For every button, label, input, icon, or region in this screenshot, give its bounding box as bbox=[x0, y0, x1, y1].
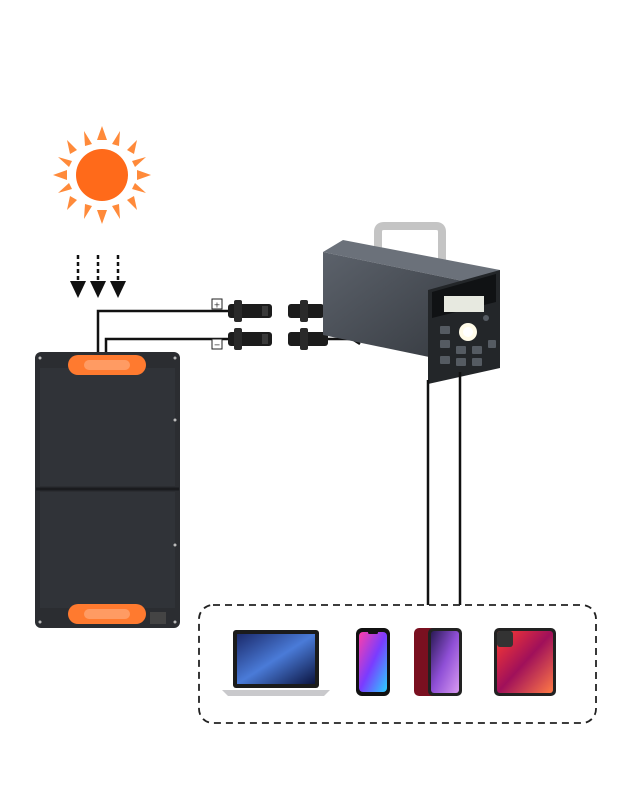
mc4-connector-negative-panel bbox=[228, 328, 272, 350]
tablet-icon bbox=[494, 628, 556, 696]
svg-text:−: − bbox=[214, 341, 221, 350]
negative-marker: − bbox=[211, 338, 223, 350]
smartphone-icon bbox=[356, 628, 390, 696]
down-arrows-icon bbox=[70, 255, 126, 298]
svg-text:+: + bbox=[214, 301, 221, 310]
smartphone-icon bbox=[414, 628, 462, 696]
mc4-connector-positive-panel bbox=[228, 300, 272, 322]
laptop-icon bbox=[222, 630, 330, 696]
mc4-connector-negative-station bbox=[288, 328, 328, 350]
portable-power-station-icon bbox=[323, 222, 500, 384]
positive-marker: + bbox=[211, 298, 223, 310]
foldable-solar-panel-icon bbox=[35, 352, 180, 628]
sun-icon bbox=[53, 126, 151, 224]
panel-wires bbox=[96, 309, 228, 355]
mc4-connector-positive-station bbox=[288, 300, 324, 322]
station-output-wires bbox=[426, 372, 462, 605]
devices-dashed-border bbox=[198, 604, 597, 724]
